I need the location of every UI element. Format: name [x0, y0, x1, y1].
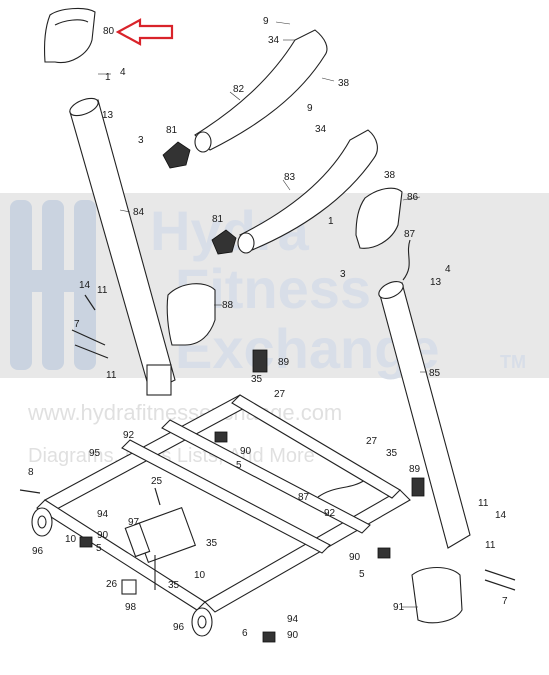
- part-80-cover: [43, 7, 96, 64]
- label-90: 90: [97, 530, 109, 541]
- label-92: 92: [324, 508, 336, 519]
- part-89-clip-left: [252, 349, 268, 373]
- part-81-endcap-upper: [162, 141, 191, 169]
- part-90-foot-a: [214, 431, 228, 443]
- label-14: 14: [495, 510, 507, 521]
- label-35: 35: [251, 374, 263, 385]
- label-25: 25: [151, 476, 163, 487]
- label-87: 87: [404, 229, 416, 240]
- label-7: 7: [74, 319, 80, 330]
- label-97: 97: [128, 517, 140, 528]
- part-96-wheel-left: [31, 507, 53, 537]
- part-87-wire-lower: [317, 479, 366, 498]
- part-88-shroud: [166, 283, 216, 346]
- label-92: 92: [123, 430, 135, 441]
- label-11: 11: [485, 540, 496, 551]
- label-81: 81: [212, 214, 224, 225]
- part-90-foot-c: [377, 547, 391, 559]
- label-83: 83: [284, 172, 296, 183]
- part-97-motor: [124, 506, 197, 590]
- label-85: 85: [429, 368, 441, 379]
- part-87-wire-upper: [402, 239, 411, 281]
- label-94: 94: [97, 509, 109, 520]
- label-98: 98: [125, 602, 137, 613]
- label-90: 90: [240, 446, 252, 457]
- part-81-endcap-lower: [211, 229, 237, 255]
- part-96-wheel-right: [191, 607, 213, 637]
- part-86-right-cover: [355, 187, 403, 249]
- label-82: 82: [233, 84, 245, 95]
- part-91-rear-shroud: [411, 566, 463, 624]
- part-90-foot-d: [262, 631, 276, 643]
- label-96: 96: [173, 622, 185, 633]
- label-81: 81: [166, 125, 178, 136]
- label-95: 95: [89, 448, 101, 459]
- label-91: 91: [393, 602, 405, 613]
- label-5: 5: [96, 543, 102, 554]
- label-89: 89: [409, 464, 421, 475]
- label-1: 1: [328, 216, 334, 227]
- part-92-frame: [36, 394, 411, 613]
- label-35: 35: [386, 448, 398, 459]
- label-38: 38: [338, 78, 350, 89]
- label-3: 3: [340, 269, 346, 280]
- label-3: 3: [138, 135, 144, 146]
- label-7: 7: [502, 596, 508, 607]
- label-87: 87: [298, 492, 310, 503]
- label-80: 80: [103, 26, 115, 37]
- upright-base-bracket: [146, 364, 172, 396]
- label-96: 96: [32, 546, 44, 557]
- label-4: 4: [445, 264, 451, 275]
- label-1: 1: [105, 72, 111, 83]
- label-35: 35: [206, 538, 218, 549]
- part-labels: 9 34 80 38 1 4 82 13 9 34 3 81 38 83 86 …: [28, 16, 508, 641]
- label-38: 38: [384, 170, 396, 181]
- label-4: 4: [120, 67, 126, 78]
- hardware-bolts: [19, 294, 516, 591]
- label-11: 11: [97, 285, 108, 296]
- label-14: 14: [79, 280, 91, 291]
- label-34: 34: [268, 35, 280, 46]
- label-27: 27: [274, 389, 286, 400]
- label-9: 9: [307, 103, 313, 114]
- label-9: 9: [263, 16, 269, 27]
- leader-lines: [98, 21, 427, 608]
- label-27: 27: [366, 436, 378, 447]
- label-5: 5: [359, 569, 365, 580]
- label-13: 13: [102, 110, 114, 121]
- label-90: 90: [287, 630, 299, 641]
- label-6: 6: [242, 628, 248, 639]
- watermark-url: www.hydrafitnessexchange.com: [27, 400, 342, 425]
- part-82-left-handlebar: [194, 29, 328, 151]
- label-88: 88: [222, 300, 234, 311]
- label-86: 86: [407, 192, 419, 203]
- part-98-bracket: [121, 579, 137, 595]
- label-13: 13: [430, 277, 442, 288]
- watermark-logo: [10, 200, 96, 370]
- label-10: 10: [194, 570, 206, 581]
- part-90-foot-b: [79, 536, 93, 548]
- label-34: 34: [315, 124, 327, 135]
- label-90: 90: [349, 552, 361, 563]
- label-84: 84: [133, 207, 145, 218]
- part-83-right-handlebar: [239, 129, 378, 251]
- label-5: 5: [236, 460, 242, 471]
- watermark-trademark: TM: [500, 352, 526, 372]
- label-11: 11: [106, 370, 117, 381]
- label-10: 10: [65, 534, 77, 545]
- label-89: 89: [278, 357, 290, 368]
- label-94: 94: [287, 614, 299, 625]
- callout-arrow: [115, 18, 174, 46]
- label-35: 35: [168, 580, 180, 591]
- label-11: 11: [478, 498, 489, 509]
- part-89-clip-right: [411, 477, 425, 497]
- label-8: 8: [28, 467, 34, 478]
- label-26: 26: [106, 579, 118, 590]
